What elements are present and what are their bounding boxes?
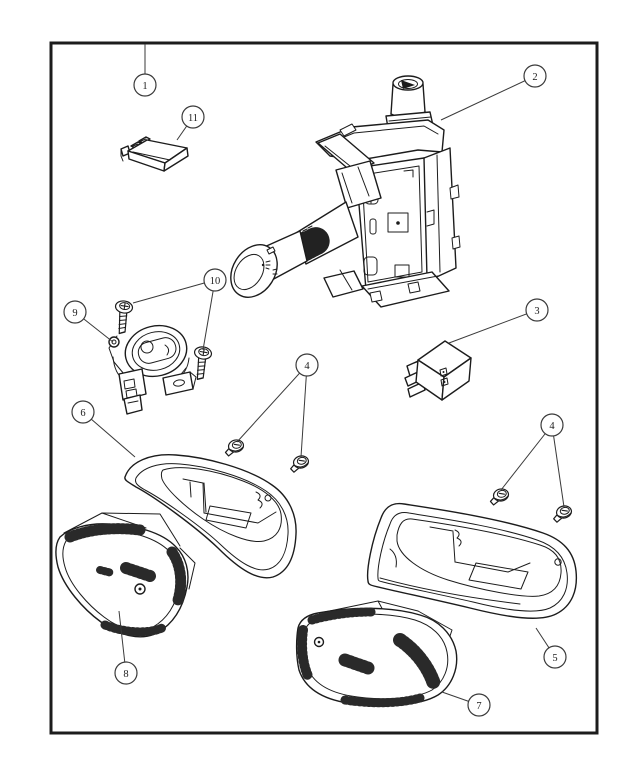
screw-short-2 [287,453,311,474]
callout-1: 1 [133,44,157,97]
callout-7-circle [467,693,491,717]
callout-4a-label: 4 [304,361,310,372]
part-fog-lamp-switch [108,324,197,415]
callout-2-label: 2 [532,72,537,83]
callout-2-circle [523,64,547,88]
callout-10-label: 10 [210,276,221,287]
callout-4-right: 4 [500,413,565,508]
part-fog-lamp-left [55,512,196,638]
callout-10: 10 [132,268,227,351]
callout-5-circle [543,645,567,669]
callout-7-label: 7 [476,701,481,712]
callout-1-circle [133,73,157,97]
callout-4b-label: 4 [549,421,555,432]
callout-6-circle [71,400,95,424]
screw-long-2 [189,345,214,382]
screw-short-3 [488,487,511,506]
callout-6-label: 6 [80,408,85,419]
callout-8-circle [114,661,138,685]
callout-2: 2 [440,64,547,121]
callout-9-circle [63,300,87,324]
frame-border [49,41,599,735]
callout-1-label: 1 [142,81,147,92]
part-fog-lamp-right [295,600,458,708]
callout-9: 9 [63,300,114,343]
callout-11-label: 11 [188,113,198,124]
callout-9-label: 9 [72,308,77,319]
callout-3: 3 [448,298,549,344]
callout-8: 8 [114,610,138,685]
screw-long-1 [111,299,134,336]
screw-short-4 [550,503,574,524]
part-relay [404,340,472,401]
callouts: 1 2 11 10 9 3 [63,44,567,717]
callout-6: 6 [71,400,136,458]
callout-11: 11 [176,105,205,141]
callout-11-circle [181,105,205,129]
stalk-knob [230,244,278,298]
callout-3-label: 3 [534,306,539,317]
callout-4a-circle [295,353,319,377]
callout-10-circle [203,268,227,292]
part-control-module [120,136,189,172]
screw-short-1 [223,438,246,457]
part-diagram-frame [49,41,599,735]
callout-7: 7 [441,691,491,717]
callout-4b-circle [540,413,564,437]
part-multifunction-switch-assembly [230,75,461,308]
callout-5-label: 5 [552,653,557,664]
fog-lamp-symbol [261,260,278,275]
part-fog-lamp-bezel-right [366,502,578,619]
callout-5: 5 [535,627,567,669]
callout-8-label: 8 [123,669,128,680]
callout-3-circle [525,298,549,322]
callout-4-middle: 4 [236,353,319,458]
part-fog-lamp-bezel-left [124,454,297,579]
